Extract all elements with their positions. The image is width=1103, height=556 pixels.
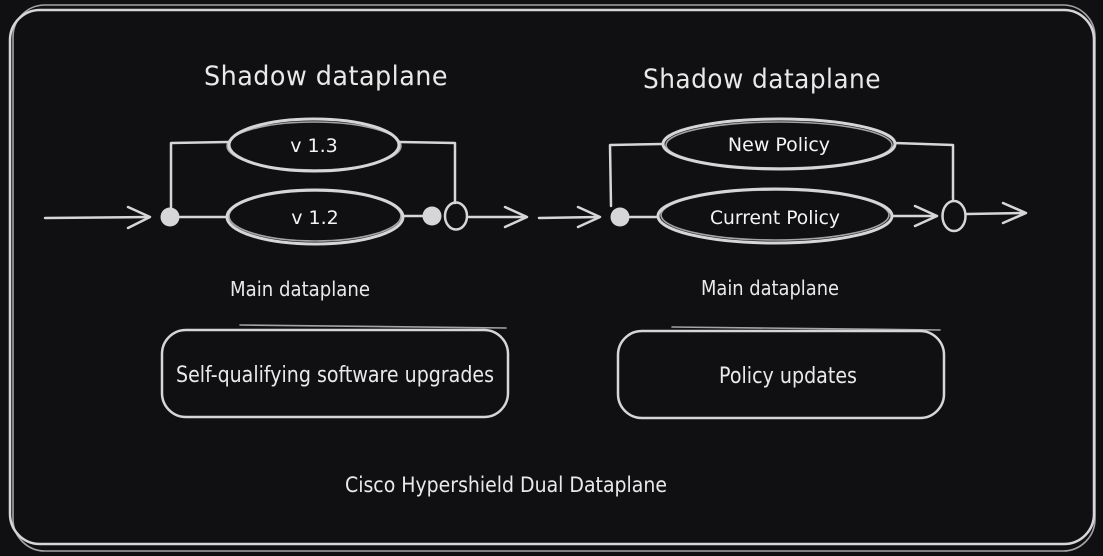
left-caption-box — [160, 328, 510, 419]
right-caption-box-doubled — [671, 326, 941, 331]
left-branch-merge-line — [398, 140, 457, 205]
right-branch-split-line — [608, 142, 664, 208]
right-outlet-circle — [941, 199, 967, 233]
outer-frame-border-doubled — [12, 4, 1096, 552]
mid-connector-arrow-icon — [537, 205, 602, 229]
right-shadow-node-label: New Policy — [728, 134, 830, 156]
left-exit-arrow-icon — [467, 205, 529, 229]
right-caption-box-label: Policy updates — [719, 364, 857, 389]
left-inlet-dot — [160, 207, 180, 227]
left-diagram-title: Shadow dataplane — [204, 61, 448, 92]
left-flow-diagram: Shadow dataplane v 1.3 v 1.2 — [43, 61, 529, 419]
left-entry-arrow-icon — [43, 205, 152, 230]
right-inlet-dot — [610, 207, 630, 227]
right-mainplane-label: Main dataplane — [701, 276, 839, 300]
left-main-node-ellipse-doubled — [228, 190, 402, 242]
right-branch-merge-line — [893, 141, 955, 201]
right-merge-arrow-icon — [891, 204, 939, 228]
right-diagram-title: Shadow dataplane — [643, 64, 881, 95]
left-shadow-node-ellipse-doubled — [226, 121, 402, 171]
left-shadow-node-label: v 1.3 — [290, 135, 338, 157]
left-branch-split-line — [169, 140, 230, 210]
diagram-caption: Cisco Hypershield Dual Dataplane — [345, 473, 667, 497]
right-exit-arrow-icon — [965, 201, 1028, 225]
left-mainplane-label: Main dataplane — [230, 277, 370, 301]
right-shadow-node-ellipse — [661, 117, 897, 171]
right-main-node-ellipse-doubled — [660, 189, 890, 241]
left-caption-box-doubled — [239, 324, 507, 329]
left-main-node-label: v 1.2 — [291, 207, 339, 229]
left-shadow-node-ellipse — [227, 117, 401, 173]
left-outlet-circle — [443, 201, 469, 231]
outer-frame-border — [8, 8, 1096, 546]
right-caption-box — [616, 329, 946, 420]
right-main-node-label: Current Policy — [710, 207, 840, 229]
left-merge-dot — [422, 206, 442, 226]
left-caption-box-label: Self-qualifying software upgrades — [176, 363, 494, 388]
right-shadow-node-ellipse-doubled — [665, 121, 893, 169]
outer-frame — [8, 4, 1096, 552]
right-flow-diagram: Shadow dataplane New Policy Current Poli… — [608, 64, 1028, 420]
